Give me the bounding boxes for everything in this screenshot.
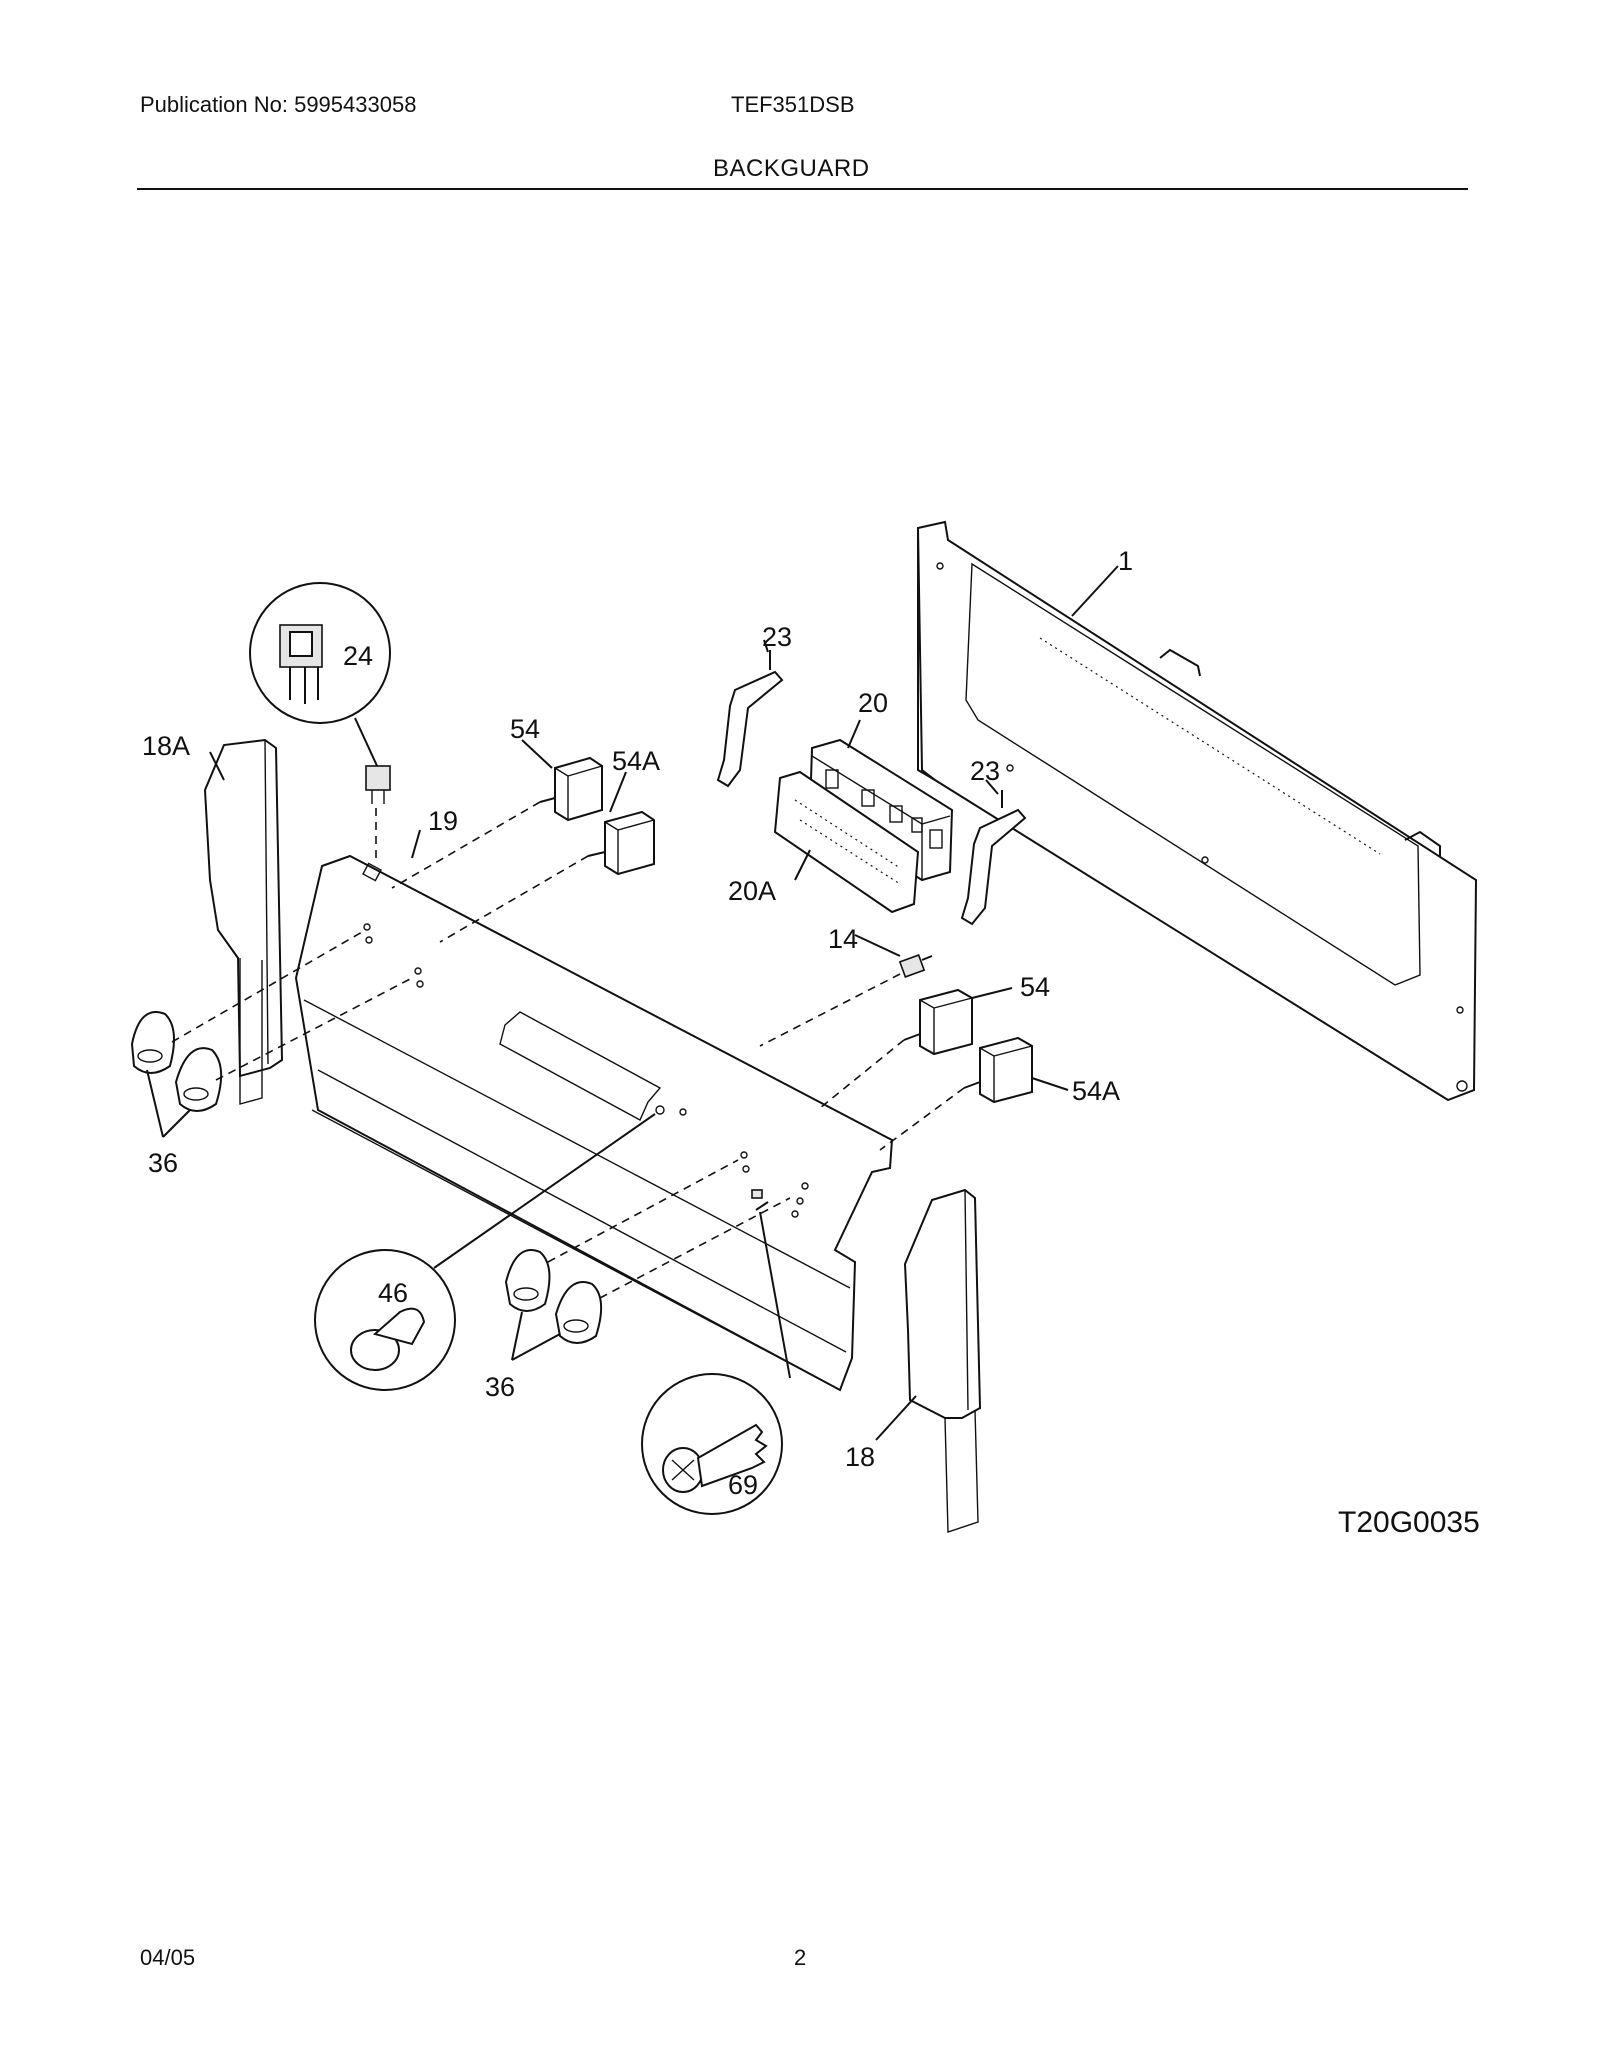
infinite-switch-upper-right — [587, 810, 655, 876]
header-rule — [137, 188, 1468, 190]
infinite-switch-upper-left — [539, 756, 603, 822]
section-title: BACKGUARD — [713, 155, 870, 182]
callout-69: 69 — [728, 1470, 758, 1500]
callout-18a: 18A — [142, 731, 190, 761]
callout-20a: 20A — [728, 876, 776, 906]
callout-23-lower: 23 — [970, 756, 1000, 786]
bracket-left — [716, 650, 784, 788]
model-number: TEF351DSB — [731, 92, 855, 117]
callout-54-upper: 54 — [510, 714, 540, 744]
callout-36-lower: 36 — [485, 1372, 515, 1402]
leader-lines — [209, 565, 1119, 1441]
callout-24: 24 — [343, 641, 373, 671]
left-end-cap — [203, 738, 284, 1105]
footer-date: 04/05 — [140, 1945, 196, 1970]
infinite-switch-lower-right — [963, 1036, 1033, 1104]
callout-36-left: 36 — [148, 1148, 178, 1178]
callout-20: 20 — [858, 688, 888, 718]
infinite-switch-lower-left — [903, 988, 973, 1056]
right-end-cap — [903, 1188, 982, 1533]
control-overlay — [773, 770, 920, 914]
callout-19: 19 — [428, 806, 458, 836]
callout-46: 46 — [378, 1278, 408, 1308]
callout-54a-upper: 54A — [612, 746, 660, 776]
callout-1: 1 — [1118, 546, 1133, 576]
indicator-light — [759, 934, 933, 1047]
callout-54-lower: 54 — [1020, 972, 1050, 1002]
callout-23-upper: 23 — [762, 622, 792, 652]
knob-left-b — [174, 1047, 223, 1112]
backguard-rear-panel — [916, 520, 1478, 1102]
knob-left-a — [130, 1011, 175, 1074]
knob-lower-a — [504, 1249, 551, 1312]
bracket-right — [960, 790, 1027, 926]
page-number: 2 — [794, 1945, 807, 1970]
push-button — [314, 1105, 665, 1391]
control-panel — [294, 854, 894, 1392]
callout-54a-lower: 54A — [1072, 1076, 1120, 1106]
callout-18: 18 — [845, 1442, 875, 1472]
knob-lower-b — [554, 1281, 603, 1344]
drawing-code: T20G0035 — [1338, 1506, 1480, 1539]
callout-labels: 1 23 20 23 24 18A 54 54A 19 20A 14 54 54… — [142, 546, 1480, 1539]
publication-number: Publication No: 5995433058 — [140, 92, 417, 117]
callout-14: 14 — [828, 924, 858, 954]
mounting-screw — [641, 1189, 791, 1515]
rocker-switch — [249, 582, 391, 862]
